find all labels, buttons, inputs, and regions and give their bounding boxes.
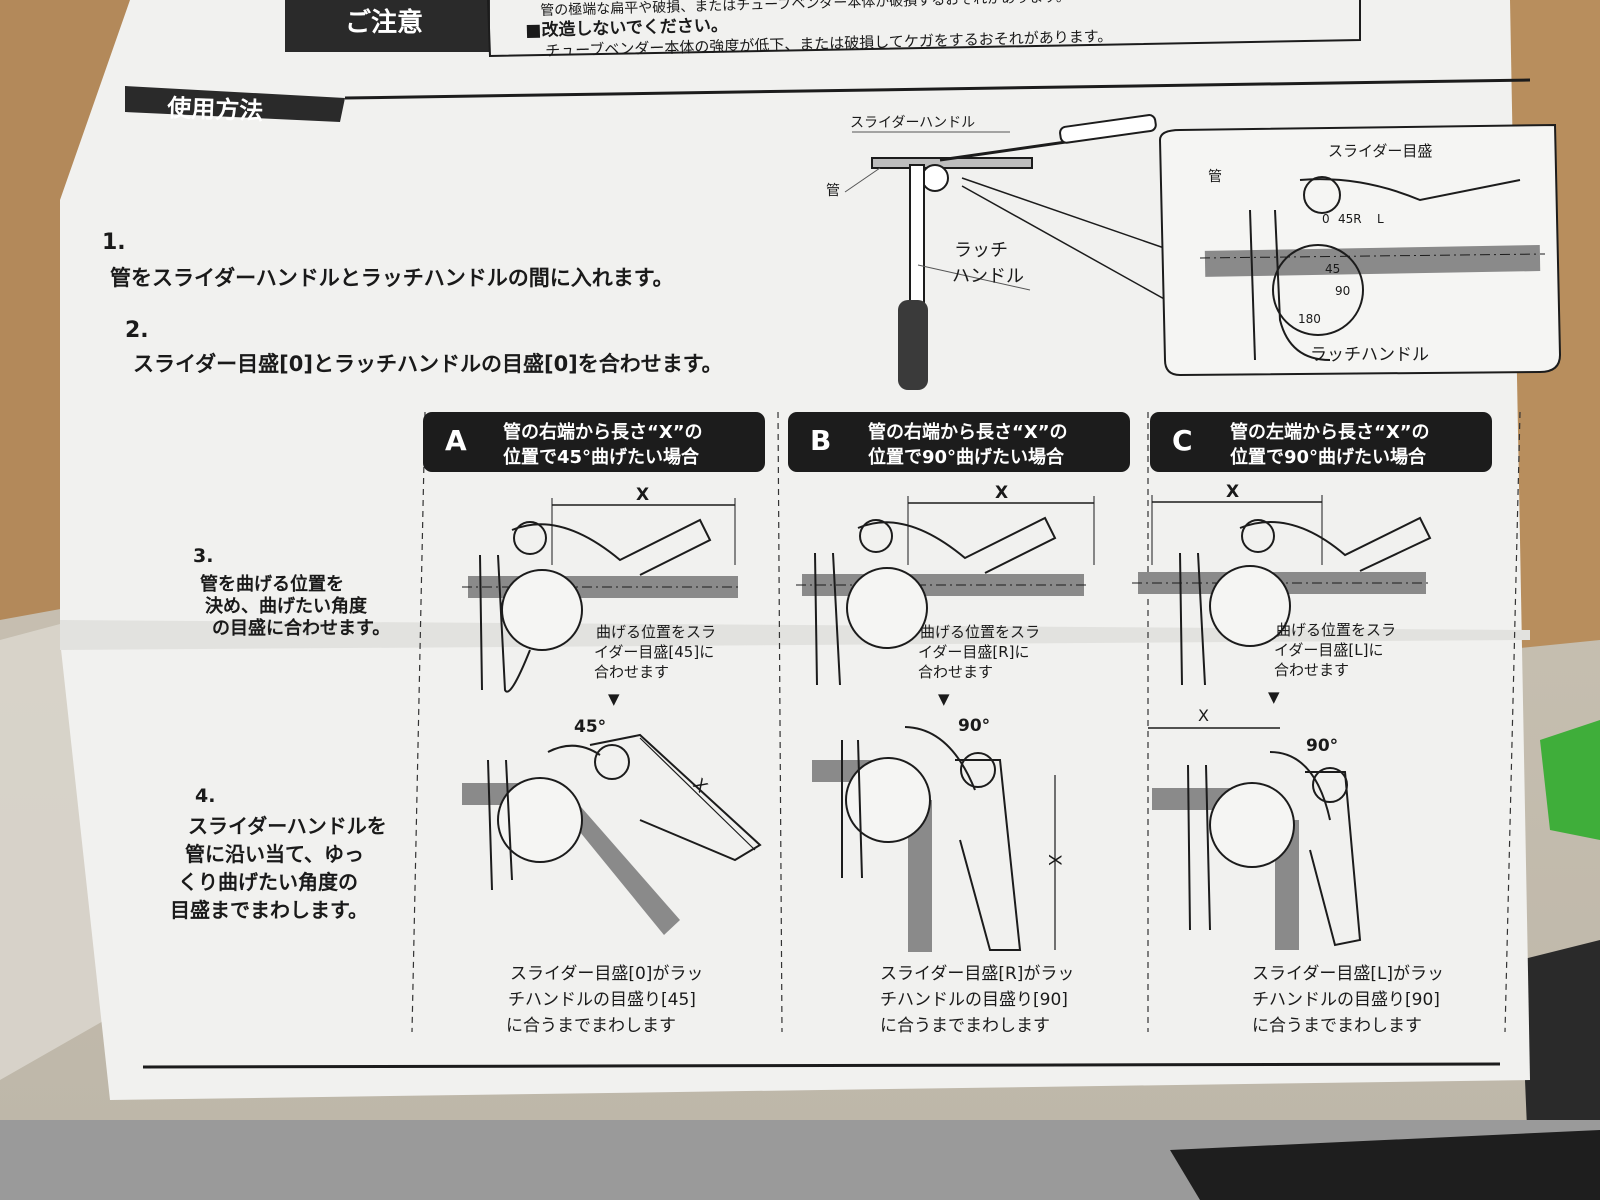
panel-a-angle: 45° <box>574 717 607 737</box>
step-4-line-3: くり曲げたい角度の <box>178 870 358 894</box>
panel-b-header: B 管の右端から長さ“X”の 位置で90°曲げたい場合 <box>788 412 1130 472</box>
panel-b-note-1: 曲げる位置をスラ <box>920 623 1041 641</box>
step-1-text: 管をスライダーハンドルとラッチハンドルの間に入れます。 <box>110 266 674 290</box>
detail-label-latch-handle: ラッチハンドル <box>1310 345 1429 365</box>
label-pipe: 管 <box>826 183 840 199</box>
step-4-line-2: 管に沿い当て、ゆっ <box>185 842 364 866</box>
panel-b-note-2: イダー目盛[R]に <box>918 643 1030 661</box>
step-3-number: 3. <box>193 545 214 567</box>
panel-a-title-2: 位置で45°曲げたい場合 <box>503 447 700 468</box>
step-3-line-2: 決め、曲げたい角度 <box>205 596 367 617</box>
panel-c-result-2: チハンドルの目盛り[90] <box>1252 990 1440 1010</box>
panel-b-x-label-2: X <box>1043 854 1064 866</box>
panel-a-note-3: 合わせます <box>594 663 670 681</box>
panel-b-letter: B <box>810 424 832 457</box>
panel-b-result-3: に合うまでまわします <box>880 1016 1050 1036</box>
section-rule <box>344 78 1531 100</box>
step-4-line-1: スライダーハンドルを <box>188 814 387 838</box>
panel-a-result-3: に合うまでまわします <box>506 1016 676 1036</box>
panel-c-x-label: X <box>1226 482 1240 502</box>
caution-tag: ご注意 <box>345 8 424 38</box>
detail-label-pipe: 管 <box>1208 169 1222 185</box>
label-latch-1: ラッチ <box>954 240 1008 261</box>
label-latch-2: ハンドル <box>952 266 1024 287</box>
panel-c-letter: C <box>1172 424 1193 457</box>
panel-c-header: C 管の左端から長さ“X”の 位置で90°曲げたい場合 <box>1150 412 1492 472</box>
caution-tag-bg <box>285 0 490 52</box>
step-1-number: 1. <box>102 230 126 255</box>
panel-c-note-2: イダー目盛[L]に <box>1274 641 1384 659</box>
panel-c-angle: 90° <box>1306 736 1339 756</box>
panel-c-title-2: 位置で90°曲げたい場合 <box>1230 447 1427 468</box>
panel-a-step4-diagram <box>462 733 762 935</box>
step-3-line-1: 管を曲げる位置を <box>200 574 344 595</box>
step-4-number: 4. <box>195 785 216 807</box>
panel-divider-2 <box>777 411 783 1033</box>
panel-divider-4 <box>1504 411 1521 1033</box>
step-3-line-3: の目盛に合わせます。 <box>212 618 391 639</box>
panel-c-note-3: 合わせます <box>1274 661 1350 679</box>
panel-a-result-2: チハンドルの目盛り[45] <box>508 990 696 1010</box>
panel-b-result-2: チハンドルの目盛り[90] <box>880 990 1068 1010</box>
panel-b-x-label: X <box>995 483 1009 503</box>
panel-b-result-1: スライダー目盛[R]がラッ <box>880 964 1075 984</box>
panel-b-down-arrow: ▼ <box>938 690 950 708</box>
label-slider-handle: スライダーハンドル <box>850 115 976 131</box>
detail-label-slider-scale: スライダー目盛 <box>1328 142 1433 160</box>
black-item <box>1170 1130 1600 1200</box>
section-title: 使用方法 <box>166 93 264 126</box>
panel-b-step3-diagram <box>796 496 1095 686</box>
section-title-bg <box>125 86 345 122</box>
panel-c-result-1: スライダー目盛[L]がラッ <box>1252 964 1445 984</box>
panel-a-note-1: 曲げる位置をスラ <box>596 623 717 641</box>
panel-c-down-arrow: ▼ <box>1268 688 1280 706</box>
panel-a-header: A 管の右端から長さ“X”の 位置で45°曲げたい場合 <box>423 412 765 472</box>
panel-c-title-1: 管の左端から長さ“X”の <box>1230 422 1430 443</box>
bottom-rule <box>142 1062 1501 1069</box>
panel-b-angle: 90° <box>958 716 991 736</box>
panel-b-step4-diagram <box>812 726 1056 952</box>
panel-c-result-3: に合うまでまわします <box>1252 1016 1422 1036</box>
panel-a-down-arrow: ▼ <box>608 690 620 708</box>
detail-scale-0: 0 <box>1322 212 1330 226</box>
panel-b-note-3: 合わせます <box>918 663 994 681</box>
caution-frame <box>487 0 1361 58</box>
green-object <box>1540 720 1600 840</box>
detail-dial-45: 45 <box>1325 262 1341 276</box>
panel-a-title-1: 管の右端から長さ“X”の <box>503 422 703 443</box>
step-2-number: 2. <box>125 318 149 343</box>
panel-a-step3-diagram <box>462 498 742 693</box>
detail-scale-45r: 45R <box>1338 212 1362 226</box>
detail-dial-90: 90 <box>1335 284 1351 298</box>
step-4-line-4: 目盛までまわします。 <box>170 898 368 922</box>
panel-a-letter: A <box>445 424 467 457</box>
paper-fold <box>60 620 1530 650</box>
panel-c-step3-diagram <box>1132 495 1432 686</box>
step-2-text: スライダー目盛[0]とラッチハンドルの目盛[0]を合わせます。 <box>133 352 723 376</box>
detail-dial-180: 180 <box>1298 312 1321 326</box>
panel-c-note-1: 曲げる位置をスラ <box>1276 621 1397 639</box>
detail-diagram <box>1158 123 1562 377</box>
panel-a-result-1: スライダー目盛[0]がラッ <box>510 964 704 984</box>
panel-c-step4-diagram <box>1148 727 1362 950</box>
panel-a-x-label: X <box>636 485 650 505</box>
panel-a-note-2: イダー目盛[45]に <box>594 643 715 661</box>
panel-c-x-label-2: X <box>1198 706 1209 725</box>
detail-scale-l: L <box>1377 212 1384 226</box>
panel-divider-1 <box>411 411 426 1033</box>
overview-diagram <box>844 114 1176 390</box>
panel-b-title-1: 管の右端から長さ“X”の <box>868 422 1068 443</box>
panel-b-title-2: 位置で90°曲げたい場合 <box>868 447 1065 468</box>
